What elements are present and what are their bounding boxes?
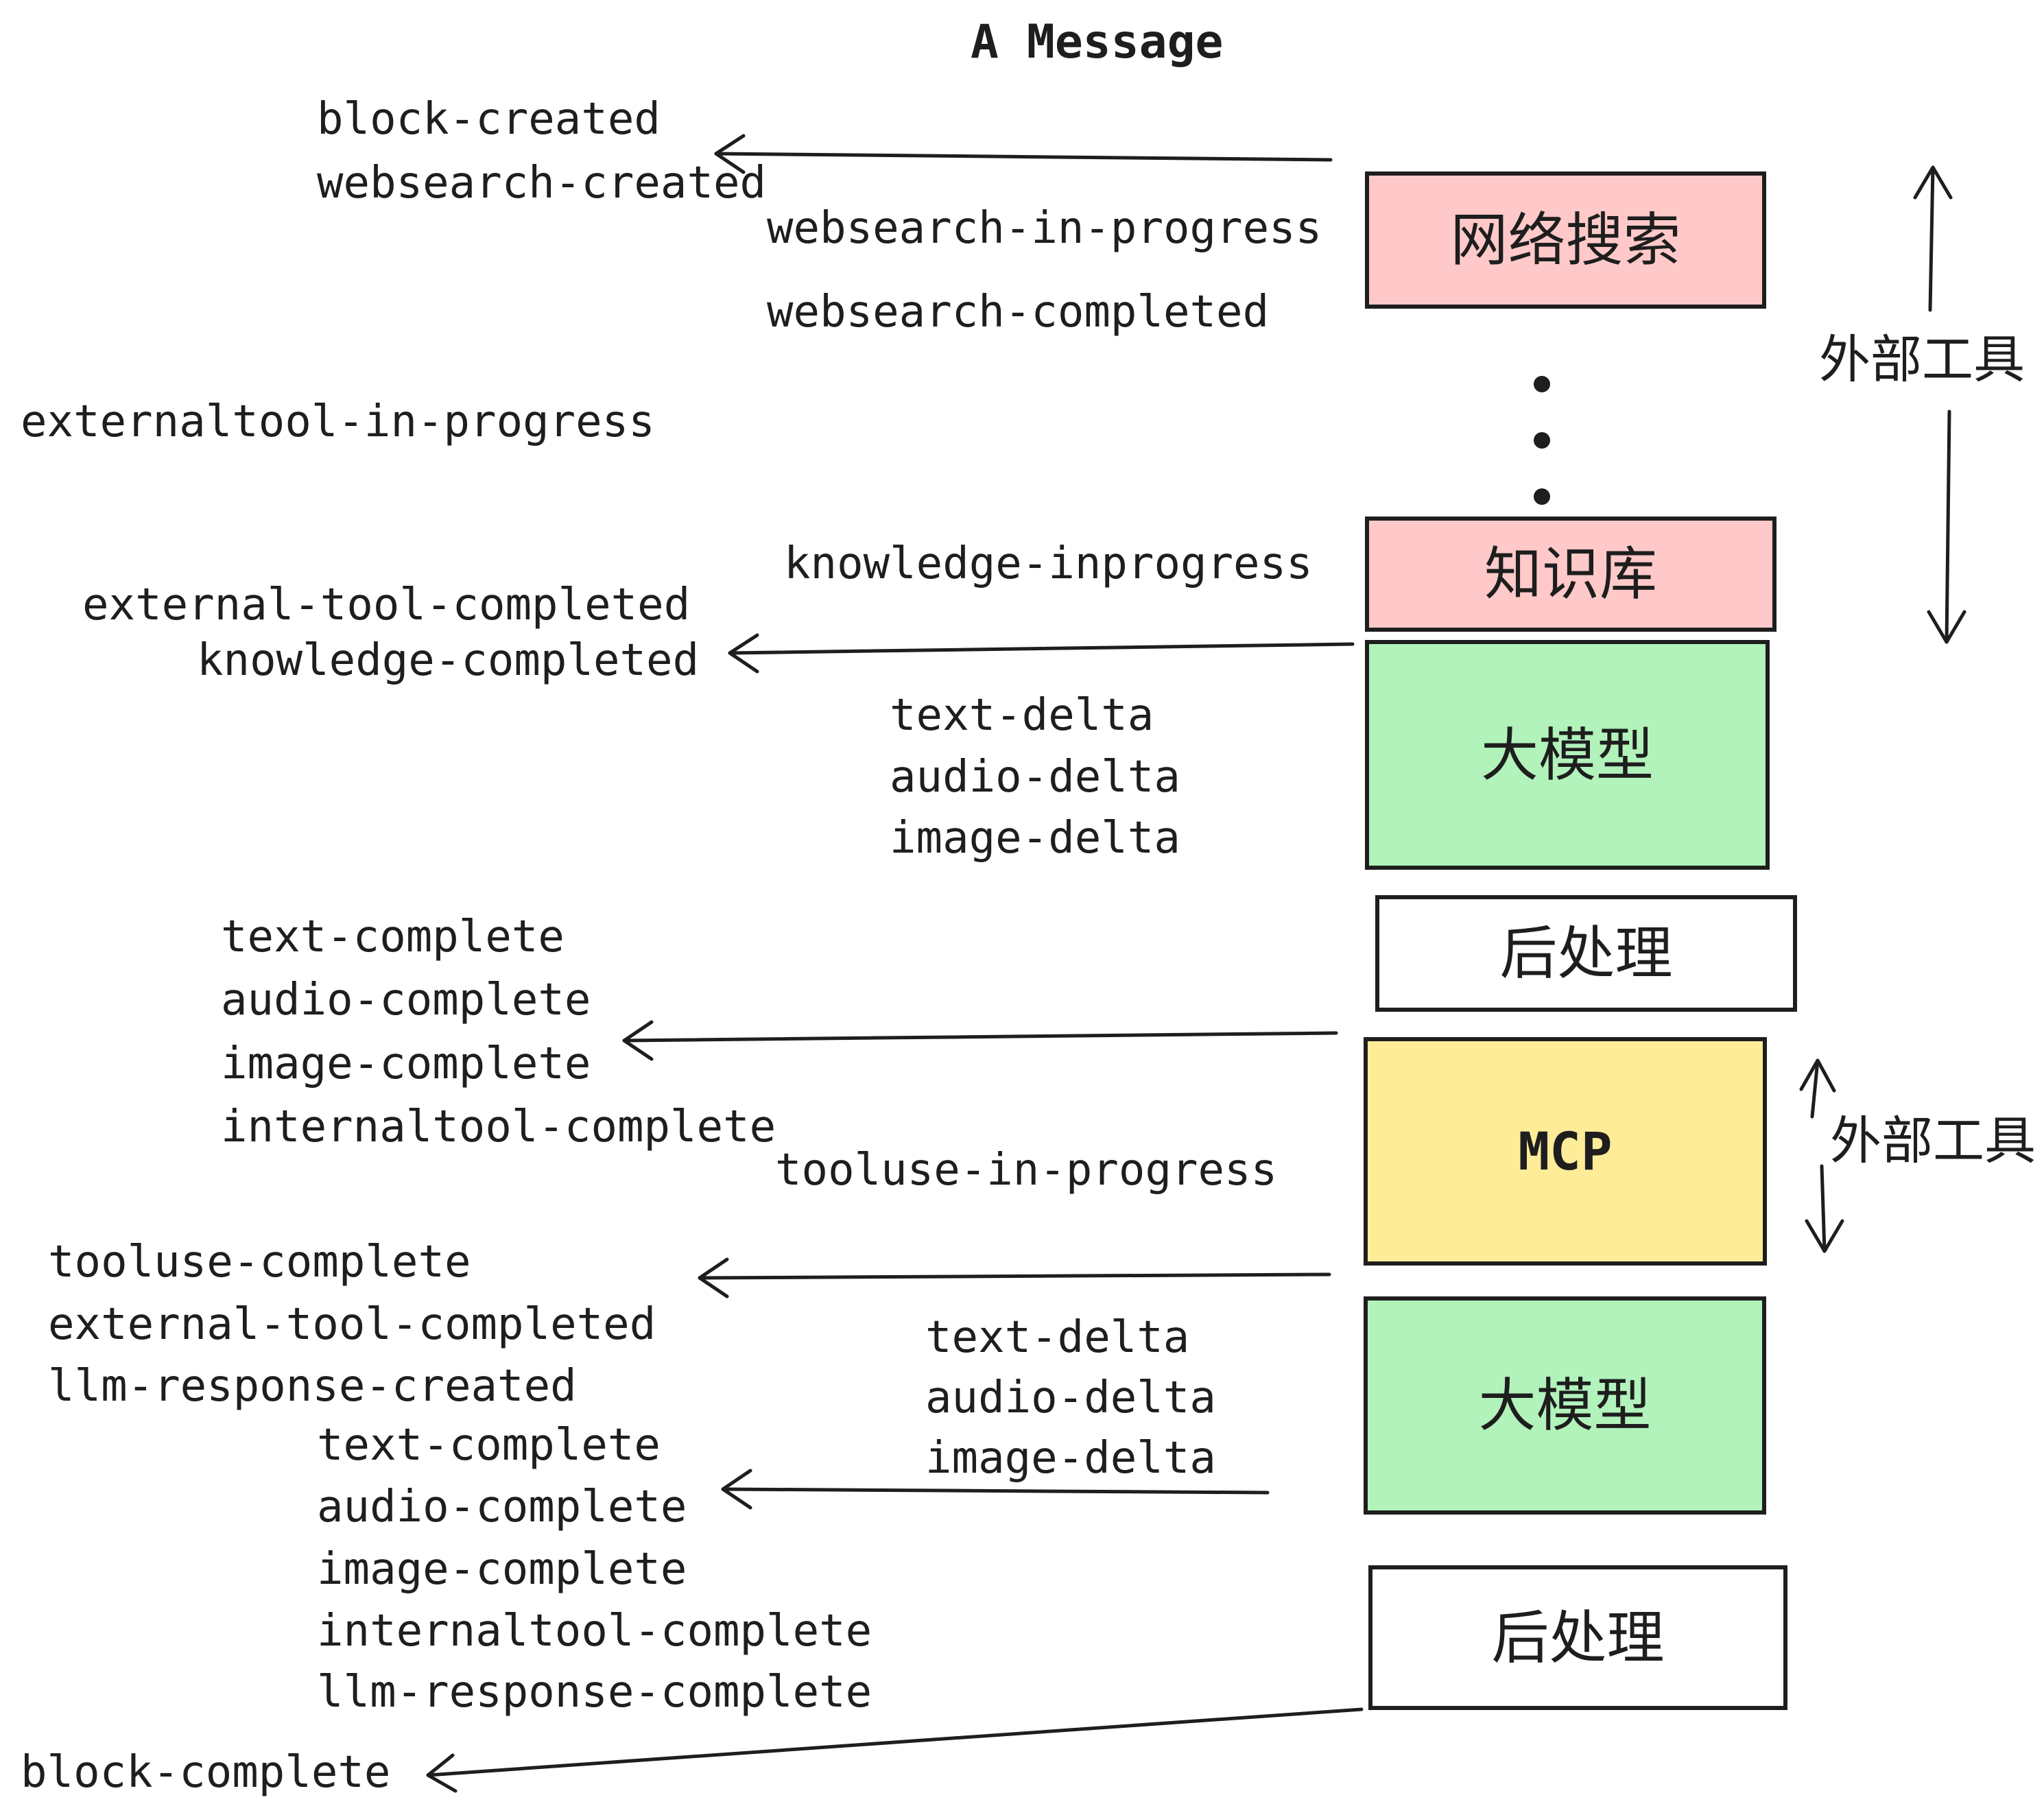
box-websearch-label: 网络搜索 xyxy=(1450,208,1681,272)
arrow-knowledge-completed-head xyxy=(728,633,759,674)
box-postprocess-1-label: 后处理 xyxy=(1499,921,1673,986)
event-tooluse-in-progress: tooluse-in-progress xyxy=(775,1145,1278,1196)
event-externaltool-in-progress: externaltool-in-progress xyxy=(21,396,655,447)
event-audio-complete-1: audio-complete xyxy=(221,975,591,1025)
event-internaltool-complete-1: internaltool-complete xyxy=(221,1102,776,1152)
event-websearch-created: websearch-created xyxy=(317,158,767,209)
event-knowledge-completed: knowledge-completed xyxy=(197,635,700,686)
event-internaltool-complete-2: internaltool-complete xyxy=(317,1606,872,1657)
box-llm-2: 大模型 xyxy=(1364,1296,1766,1515)
external-tools-up-arrow-shaft xyxy=(1928,165,1935,312)
box-mcp: MCP xyxy=(1364,1037,1767,1266)
mcp-external-tools-down-arrow-head xyxy=(1805,1219,1844,1253)
box-llm-2-label: 大模型 xyxy=(1478,1373,1652,1438)
event-audio-delta-2: audio-delta xyxy=(925,1373,1216,1423)
box-postprocess-2: 后处理 xyxy=(1368,1565,1787,1710)
arrow-websearch-created-shaft xyxy=(714,152,1333,162)
event-image-complete-2: image-complete xyxy=(317,1544,687,1595)
arrow-audio-complete-shaft xyxy=(721,1487,1270,1495)
event-text-complete-2: text-complete xyxy=(317,1420,661,1471)
arrow-audio-complete-head xyxy=(721,1469,752,1510)
event-external-tool-completed: external-tool-completed xyxy=(82,580,691,630)
box-llm-1-label: 大模型 xyxy=(1480,722,1654,787)
box-knowledge-label: 知识库 xyxy=(1484,542,1657,606)
arrow-websearch-created-head xyxy=(714,134,746,174)
annotation-external-tools-1: 外部工具 xyxy=(1819,331,2025,388)
event-block-complete: block-complete xyxy=(21,1747,391,1798)
annotation-external-tools-2: 外部工具 xyxy=(1830,1112,2036,1170)
arrow-block-complete-shaft xyxy=(426,1707,1364,1777)
event-text-delta-1: text-delta xyxy=(890,690,1154,741)
diagram-title: A Message xyxy=(971,15,1224,69)
box-postprocess-2-label: 后处理 xyxy=(1491,1605,1665,1670)
box-websearch: 网络搜索 xyxy=(1365,171,1766,309)
arrow-image-complete-shaft xyxy=(622,1031,1338,1043)
event-block-created: block-created xyxy=(317,94,661,145)
mcp-external-tools-down-arrow-shaft xyxy=(1820,1164,1827,1253)
arrow-knowledge-completed-shaft xyxy=(728,642,1355,655)
mcp-external-tools-up-arrow-head xyxy=(1799,1058,1836,1093)
ellipsis-dot-1 xyxy=(1534,376,1550,392)
event-websearch-in-progress: websearch-in-progress xyxy=(767,203,1322,254)
event-external-tool-completed-2: external-tool-completed xyxy=(48,1299,656,1350)
arrow-block-complete-head xyxy=(426,1753,457,1793)
event-image-complete-1: image-complete xyxy=(221,1039,591,1089)
box-mcp-label: MCP xyxy=(1518,1120,1613,1182)
event-image-delta-1: image-delta xyxy=(890,813,1180,864)
event-audio-delta-1: audio-delta xyxy=(890,752,1180,803)
box-postprocess-1: 后处理 xyxy=(1375,895,1797,1012)
ellipsis-dot-3 xyxy=(1534,488,1550,505)
box-knowledge: 知识库 xyxy=(1365,517,1776,632)
mcp-external-tools-up-arrow-shaft xyxy=(1810,1058,1820,1119)
external-tools-down-arrow-head xyxy=(1927,610,1966,644)
external-tools-up-arrow-head xyxy=(1913,165,1953,200)
event-text-complete-1: text-complete xyxy=(221,912,565,962)
event-tooluse-complete: tooluse-complete xyxy=(48,1237,471,1287)
box-llm-1: 大模型 xyxy=(1365,640,1770,870)
event-llm-response-complete: llm-response-complete xyxy=(317,1667,872,1718)
event-knowledge-inprogress: knowledge-inprogress xyxy=(784,538,1313,589)
external-tools-down-arrow-shaft xyxy=(1945,410,1951,644)
event-text-delta-2: text-delta xyxy=(925,1312,1190,1363)
event-websearch-completed: websearch-completed xyxy=(767,287,1270,337)
arrow-image-complete-head xyxy=(622,1020,654,1061)
arrow-tooluse-complete-shaft xyxy=(698,1272,1331,1280)
event-llm-response-created: llm-response-created xyxy=(48,1361,577,1412)
ellipsis-dot-2 xyxy=(1534,432,1550,449)
event-image-delta-2: image-delta xyxy=(925,1433,1216,1484)
arrow-tooluse-complete-head xyxy=(698,1257,729,1298)
event-audio-complete-2: audio-complete xyxy=(317,1482,687,1532)
